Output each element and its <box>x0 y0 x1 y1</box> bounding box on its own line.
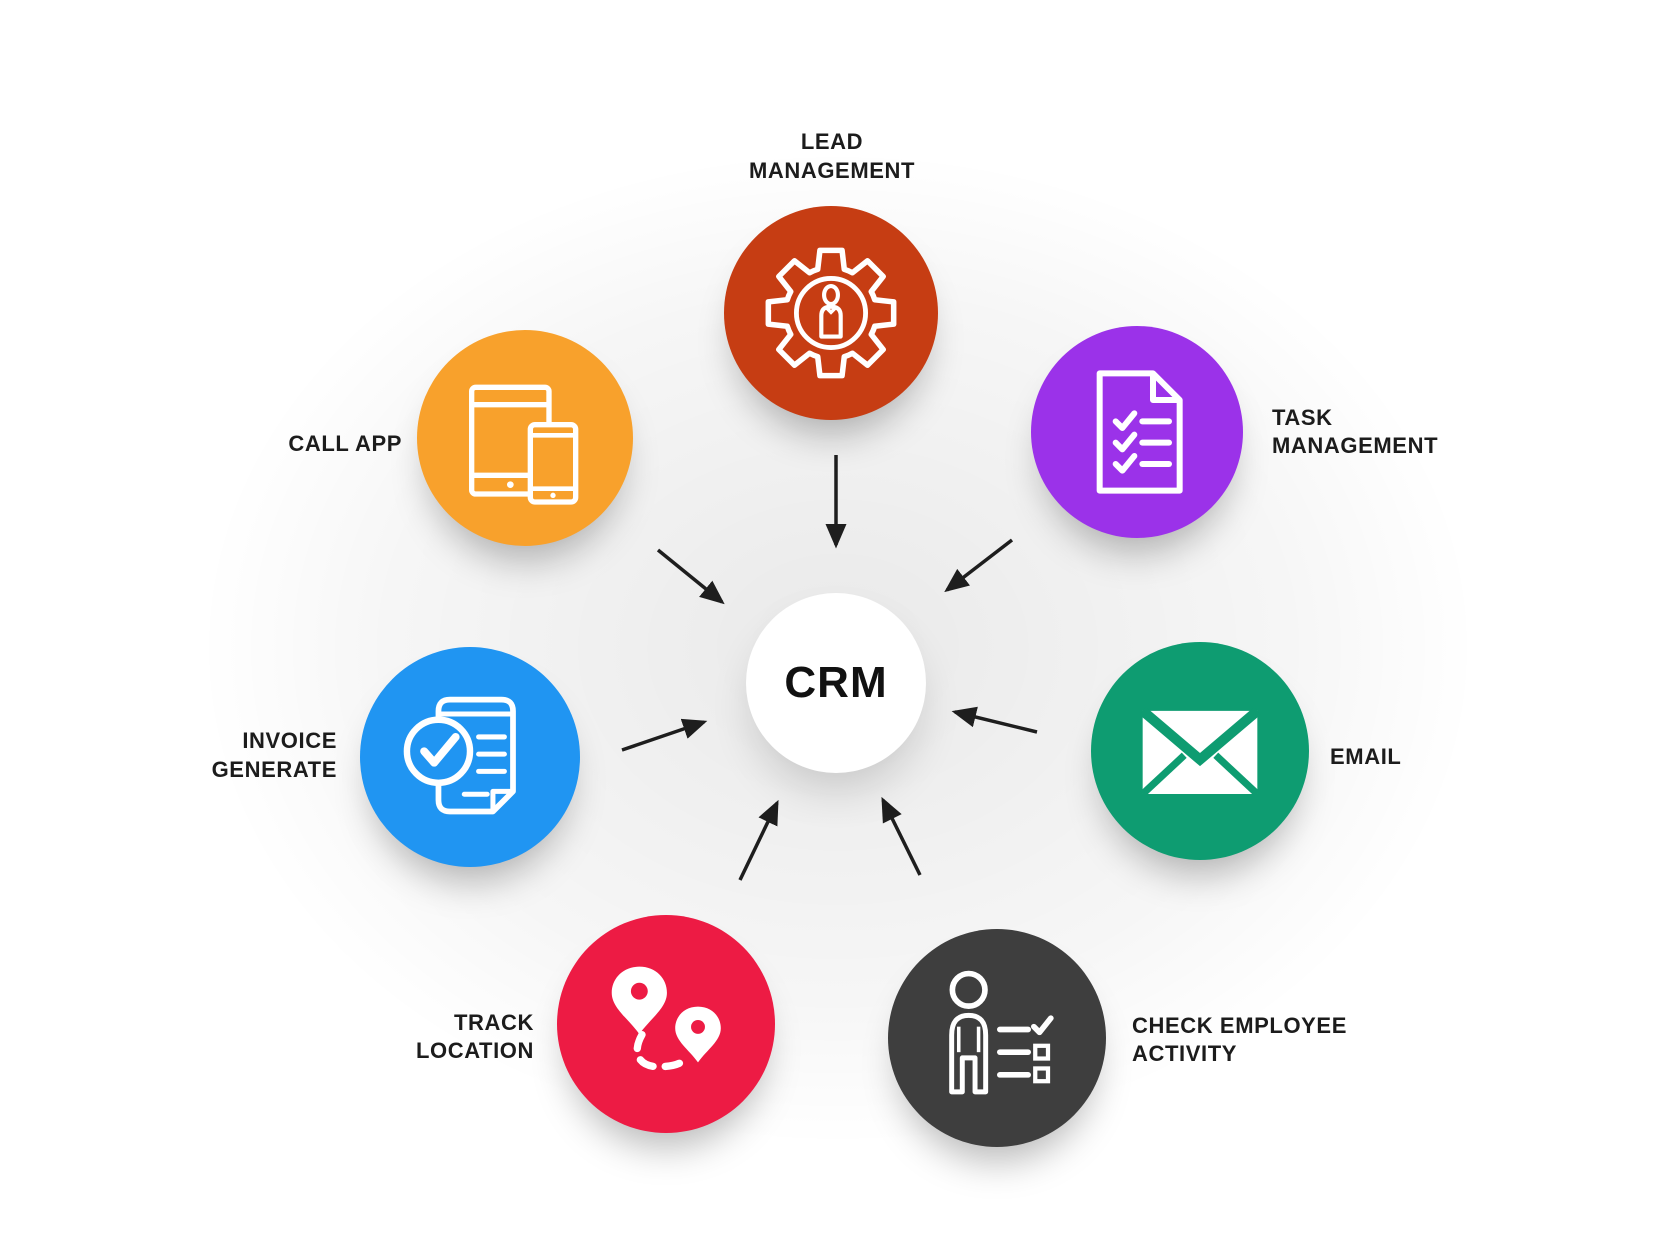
label-line: MANAGEMENT <box>748 158 916 183</box>
checklist-document-icon <box>1096 370 1183 494</box>
email-circle <box>1091 642 1309 860</box>
crm-center-circle: CRM <box>746 593 926 773</box>
lead-management-circle <box>724 206 938 420</box>
label-line: CALL APP <box>288 431 402 456</box>
track-location-label: TRACK LOCATION <box>234 1009 534 1065</box>
envelope-icon <box>1139 707 1261 797</box>
check-employee-activity-label: CHECK EMPLOYEE ACTIVITY <box>1132 1012 1492 1068</box>
label-line: INVOICE <box>242 728 337 753</box>
email-label: EMAIL <box>1330 742 1630 771</box>
invoice-generate-label: INVOICE GENERATE <box>37 726 337 784</box>
map-pins-route-icon <box>611 966 721 1071</box>
tablet-phone-icon <box>469 384 579 505</box>
call-app-circle <box>417 330 633 546</box>
arrow-task-to-crm <box>944 538 1014 593</box>
track-location-circle <box>557 915 775 1133</box>
arrow-email-to-crm <box>951 706 1038 734</box>
arrow-invoice-to-crm <box>621 718 708 752</box>
person-checklist-icon <box>949 970 1054 1095</box>
label-line: TASK <box>1272 405 1333 430</box>
arrow-check-to-crm <box>881 796 922 876</box>
check-employee-activity-circle <box>888 929 1106 1147</box>
arrow-track-to-crm <box>738 799 779 881</box>
label-line: LEAD <box>800 129 864 154</box>
gear-person-icon <box>765 247 897 379</box>
crm-center-label: CRM <box>784 658 888 707</box>
label-line: ACTIVITY <box>1132 1041 1238 1066</box>
label-line: EMAIL <box>1330 744 1402 769</box>
task-management-circle <box>1031 326 1243 538</box>
label-line: CHECK EMPLOYEE <box>1132 1013 1347 1038</box>
label-line: MANAGEMENT <box>1272 433 1439 458</box>
label-line: TRACK <box>454 1010 534 1035</box>
invoice-check-icon <box>403 696 516 815</box>
arrow-call-to-crm <box>656 548 725 605</box>
task-management-label: TASK MANAGEMENT <box>1272 404 1612 460</box>
invoice-generate-circle <box>360 647 580 867</box>
label-line: LOCATION <box>415 1038 534 1063</box>
label-line: GENERATE <box>211 757 337 782</box>
lead-management-label: LEAD MANAGEMENT <box>632 127 1032 185</box>
call-app-label: CALL APP <box>102 429 402 458</box>
